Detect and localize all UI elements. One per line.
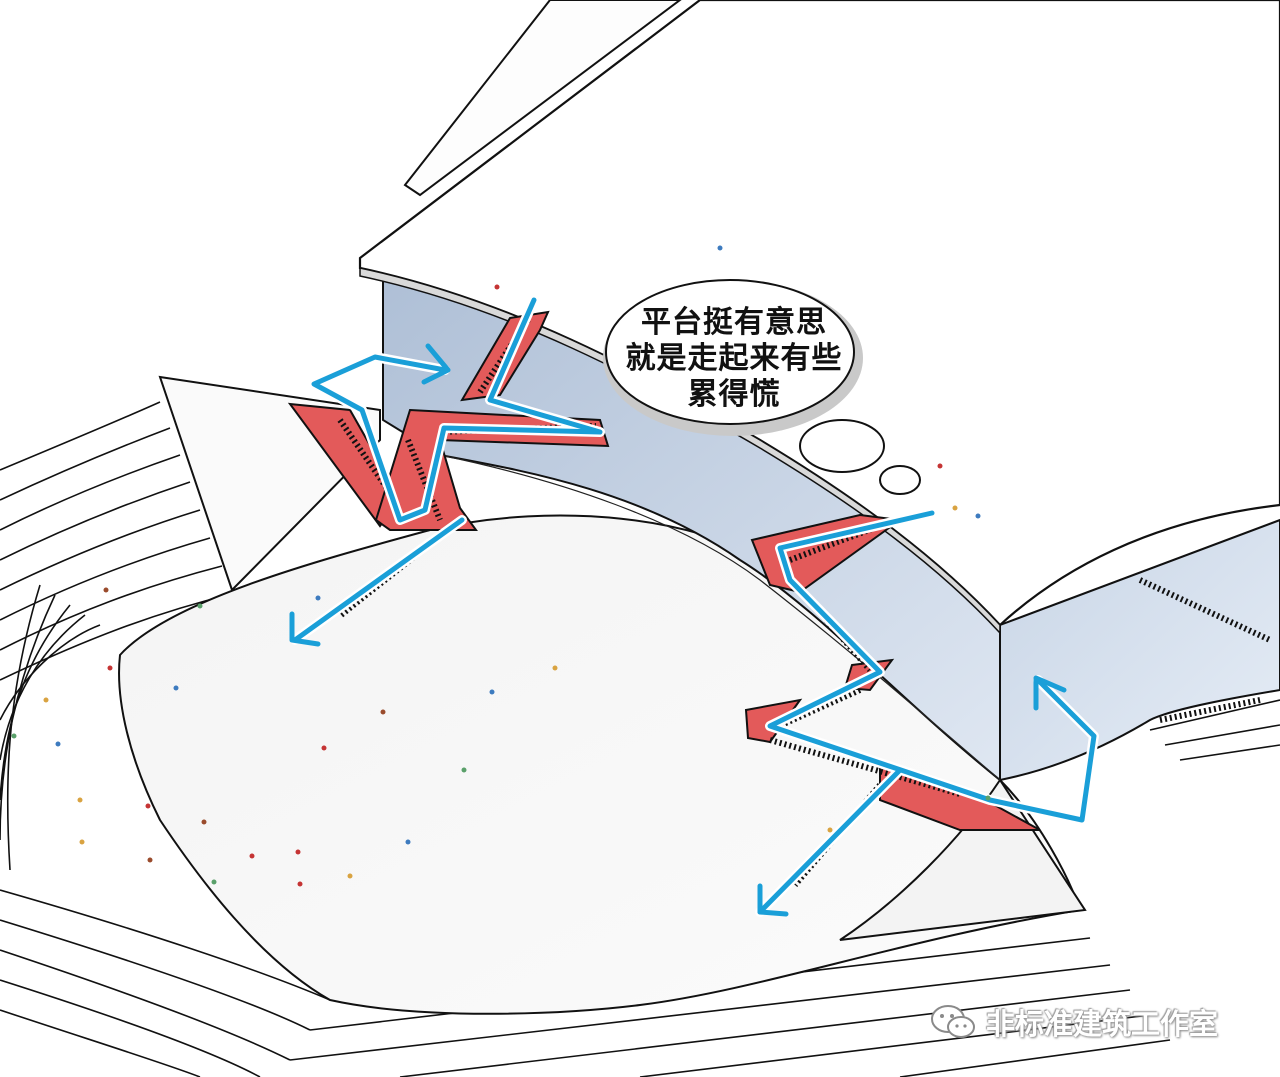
wechat-icon bbox=[930, 1003, 978, 1041]
bubble-line-1: 平台挺有意思 bbox=[612, 305, 856, 341]
bubble-line-2: 就是走起来有些 bbox=[612, 341, 856, 377]
watermark: 非标准建筑工作室 bbox=[930, 1001, 1218, 1043]
watermark-text: 非标准建筑工作室 bbox=[986, 1001, 1218, 1043]
bubble-line-3: 累得慌 bbox=[612, 377, 856, 413]
thought-bubble-text: 平台挺有意思 就是走起来有些 累得慌 bbox=[612, 305, 856, 413]
